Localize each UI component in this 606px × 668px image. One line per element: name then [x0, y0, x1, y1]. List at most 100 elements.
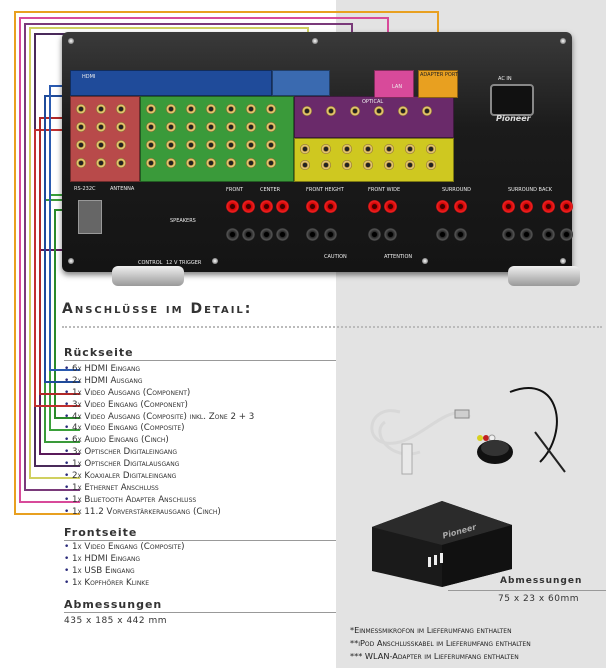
screw-icon: [560, 38, 566, 44]
rca-jack: [146, 104, 156, 114]
rca-jack: [226, 122, 236, 132]
rca-jack: [76, 158, 86, 168]
rueckseite-item: •3x Optischer Digitaleingang: [64, 447, 254, 459]
rueckseite-title: Rückseite: [64, 346, 134, 359]
rueckseite-item: •2x HDMI Ausgang: [64, 376, 254, 388]
hdmi-label: HDMI: [82, 74, 96, 80]
speaker-terminal-red: [560, 200, 573, 213]
speaker-terminal-red: [226, 200, 239, 213]
frontseite-item: •1x Video Eingang (Composite): [64, 542, 185, 554]
abmessungen-left-underline: [64, 612, 336, 613]
bullet-icon: •: [64, 435, 70, 446]
bullet-icon: •: [64, 542, 70, 552]
bullet-icon: •: [64, 577, 70, 588]
rca-jack: [226, 104, 236, 114]
rueckseite-item: •1x Bluetooth Adapter Anschluss: [64, 495, 254, 507]
speaker-terminal-black: [306, 228, 319, 241]
speaker-terminal-black: [276, 228, 289, 241]
bullet-icon: •: [64, 399, 70, 410]
rueckseite-underline: [64, 360, 336, 361]
rca-jack: [246, 140, 256, 150]
speaker-terminal-black: [560, 228, 573, 241]
lan-panel: [374, 70, 414, 98]
rca-jack: [266, 122, 276, 132]
footnote-2: **iPod Anschlusskabel im Lieferumfang en…: [350, 638, 531, 648]
frontseite-item: •1x Kopfhörer Klinke: [64, 578, 185, 590]
rca-jack: [166, 140, 176, 150]
foot-right: [508, 266, 580, 286]
rueckseite-text: 1x Bluetooth Adapter Anschluss: [72, 494, 197, 505]
screw-icon: [212, 258, 218, 264]
surround-label: SURROUND: [442, 187, 471, 193]
rueckseite-text: 6x HDMI Eingang: [72, 364, 141, 374]
bullet-icon: •: [64, 482, 70, 493]
speaker-terminal-black: [436, 228, 449, 241]
frontseite-list: •1x Video Eingang (Composite)•1x HDMI Ei…: [64, 542, 185, 590]
abmessungen-left-value: 435 x 185 x 442 mm: [64, 616, 168, 626]
rca-jack: [405, 160, 415, 170]
rca-jack: [300, 160, 310, 170]
bullet-icon: •: [64, 553, 70, 564]
rs232-port: [78, 200, 102, 234]
speaker-terminal-black: [242, 228, 255, 241]
rca-jack: [146, 140, 156, 150]
rca-jack: [166, 104, 176, 114]
screw-icon: [422, 258, 428, 264]
rueckseite-item: •4x Video Eingang (Composite): [64, 423, 254, 435]
rueckseite-item: •6x Audio Eingang (Cinch): [64, 435, 254, 447]
rca-jack: [342, 144, 352, 154]
trigger-label: 12 V TRIGGER: [166, 260, 202, 266]
ac-in-label: AC IN: [498, 76, 512, 82]
surround-back-label: SURROUND BACK: [508, 187, 553, 193]
speaker-terminal-black: [226, 228, 239, 241]
rca-jack: [326, 106, 336, 116]
attention-label: ATTENTION: [384, 254, 413, 260]
rueckseite-item: •3x Video Eingang (Component): [64, 400, 254, 412]
rs232-label: RS-232C: [74, 186, 96, 192]
abmessungen-right-underline: [448, 590, 606, 591]
bullet-icon: •: [64, 411, 70, 422]
front-wide-label: FRONT WIDE: [368, 187, 401, 193]
screw-icon: [312, 38, 318, 44]
speaker-terminal-black: [368, 228, 381, 241]
rca-jack: [116, 158, 126, 168]
rca-jack: [266, 104, 276, 114]
rueckseite-text: 6x Audio Eingang (Cinch): [72, 435, 169, 446]
rueckseite-item: •1x 11.2 Vorverstärkerausgang (Cinch): [64, 507, 254, 519]
rueckseite-text: 4x Video Ausgang (Composite) inkl. Zone …: [72, 411, 255, 422]
frontseite-text: 1x USB Eingang: [72, 565, 135, 576]
rca-jack: [374, 106, 384, 116]
lan-label: LAN: [392, 84, 403, 90]
hdmi-panel: [70, 70, 272, 96]
rca-jack: [398, 106, 408, 116]
rca-jack: [206, 140, 216, 150]
rca-jack: [96, 158, 106, 168]
speaker-terminal-red: [324, 200, 337, 213]
rueckseite-text: 3x Video Eingang (Component): [72, 399, 188, 410]
bullet-icon: •: [64, 565, 70, 576]
rca-jack: [226, 158, 236, 168]
speaker-terminal-red: [520, 200, 533, 213]
rca-jack: [116, 104, 126, 114]
frontseite-text: 1x HDMI Eingang: [72, 553, 141, 564]
frontseite-item: •1x HDMI Eingang: [64, 554, 185, 566]
rca-jack: [384, 144, 394, 154]
rueckseite-item: •4x Video Ausgang (Composite) inkl. Zone…: [64, 412, 254, 424]
rueckseite-text: 1x Optischer Digitalausgang: [72, 459, 180, 470]
rueckseite-item: •1x Optischer Digitalausgang: [64, 459, 254, 471]
frontseite-text: 1x Video Eingang (Composite): [72, 542, 185, 552]
speakers-label: SPEAKERS: [170, 218, 196, 224]
hdmi-panel-2: [272, 70, 330, 96]
speaker-terminal-red: [384, 200, 397, 213]
rca-jack: [302, 106, 312, 116]
rueckseite-text: 1x Video Ausgang (Component): [72, 387, 191, 398]
dotted-divider: [62, 326, 602, 328]
rca-jack: [206, 122, 216, 132]
receiver-back-panel: HDMI OPTICAL LAN ADAPTER PORT AC IN Pion…: [62, 32, 573, 272]
speaker-terminal-red: [368, 200, 381, 213]
ac-inlet: [490, 84, 534, 116]
speaker-terminal-red: [436, 200, 449, 213]
speaker-terminal-black: [324, 228, 337, 241]
speaker-terminal-red: [242, 200, 255, 213]
speaker-terminal-black: [454, 228, 467, 241]
